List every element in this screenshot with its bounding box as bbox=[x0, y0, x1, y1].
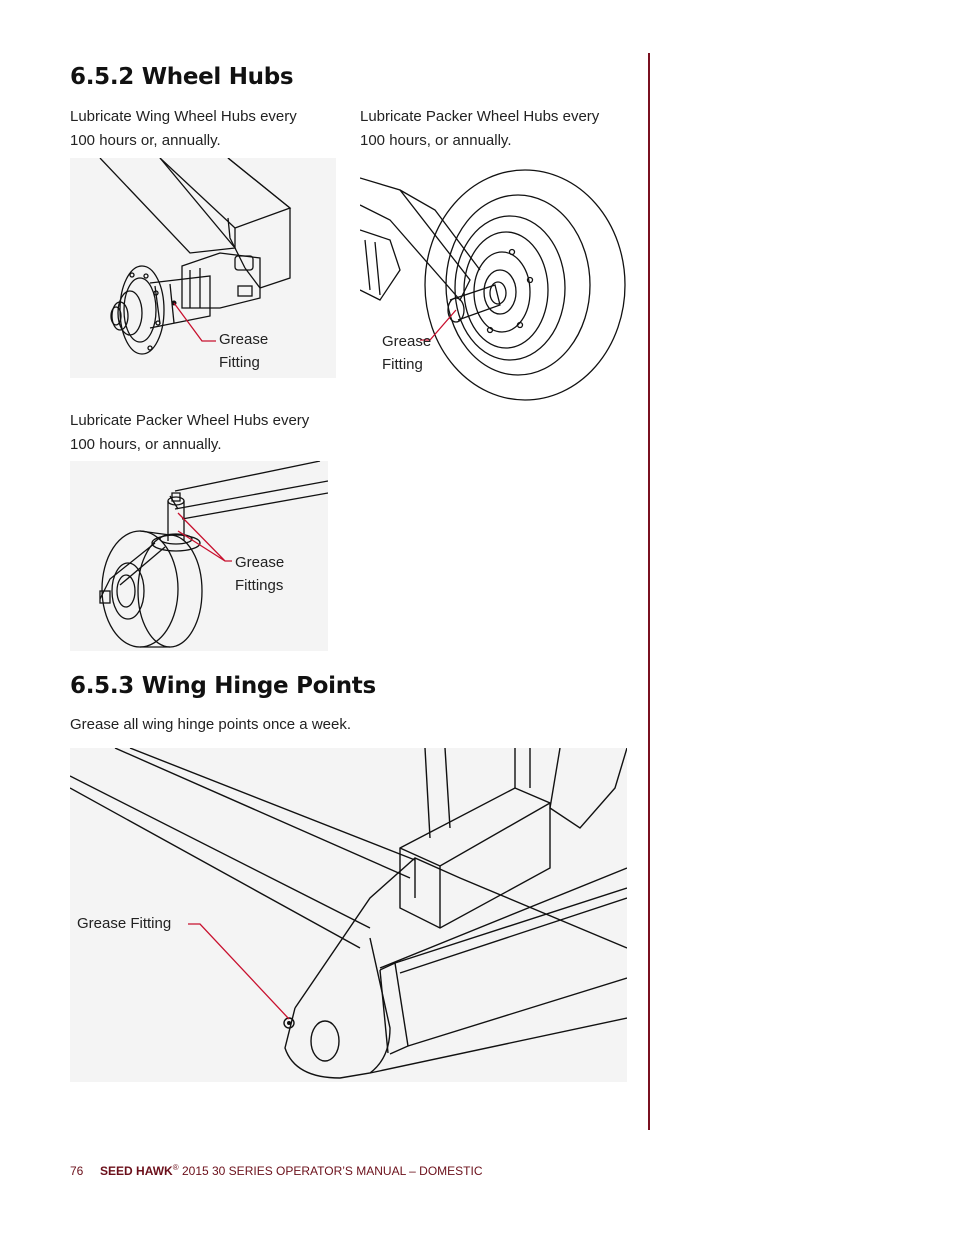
instruction-line: Lubricate Wing Wheel Hubs every bbox=[70, 108, 297, 125]
wing-wheel-hub-drawing bbox=[70, 158, 336, 378]
instruction-line: 100 hours, or annually. bbox=[70, 436, 222, 453]
callout-line: Fittings bbox=[235, 577, 284, 594]
section-heading-wing-hinge: 6.5.3 Wing Hinge Points bbox=[70, 673, 376, 699]
callout-line: Grease bbox=[235, 554, 285, 571]
grease-fittings-callout: Grease Fittings bbox=[235, 551, 284, 597]
callout-line: Grease bbox=[382, 333, 432, 350]
packer-wheel-instruction: Lubricate Packer Wheel Hubs every 100 ho… bbox=[360, 105, 599, 153]
wing-hinge-drawing bbox=[70, 748, 627, 1082]
packer-wheel-hub-drawing bbox=[360, 160, 628, 402]
instruction-line: 100 hours or, annually. bbox=[70, 132, 221, 149]
packer-wheel-instruction-b: Lubricate Packer Wheel Hubs every 100 ho… bbox=[70, 409, 309, 457]
callout-line: Fitting bbox=[382, 356, 423, 373]
wing-hinge-instruction: Grease all wing hinge points once a week… bbox=[70, 716, 352, 733]
packer-wheel-caster-drawing bbox=[70, 461, 328, 651]
page-number: 76 bbox=[70, 1164, 84, 1178]
instruction-line: Lubricate Packer Wheel Hubs every bbox=[70, 412, 310, 429]
brand-name: SEED HAWK bbox=[100, 1164, 173, 1178]
registered-mark: ® bbox=[172, 1163, 179, 1172]
margin-rule bbox=[648, 53, 650, 1130]
instruction-line: 100 hours, or annually. bbox=[360, 132, 512, 149]
grease-fitting-callout: Grease Fitting bbox=[382, 330, 431, 376]
page-footer: 76 SEED HAWK® 2015 30 SERIES OPERATOR’S … bbox=[70, 1163, 483, 1178]
instruction-line: Lubricate Packer Wheel Hubs every bbox=[360, 108, 600, 125]
callout-line: Fitting bbox=[219, 354, 260, 371]
callout-line: Grease bbox=[219, 331, 269, 348]
manual-title: 2015 30 SERIES OPERATOR’S MANUAL – DOMES… bbox=[181, 1164, 483, 1178]
grease-fitting-callout: Grease Fitting bbox=[77, 915, 172, 932]
wing-wheel-instruction: Lubricate Wing Wheel Hubs every 100 hour… bbox=[70, 105, 297, 153]
section-heading-wheel-hubs: 6.5.2 Wheel Hubs bbox=[70, 64, 294, 90]
grease-fitting-callout: Grease Fitting bbox=[219, 328, 268, 374]
